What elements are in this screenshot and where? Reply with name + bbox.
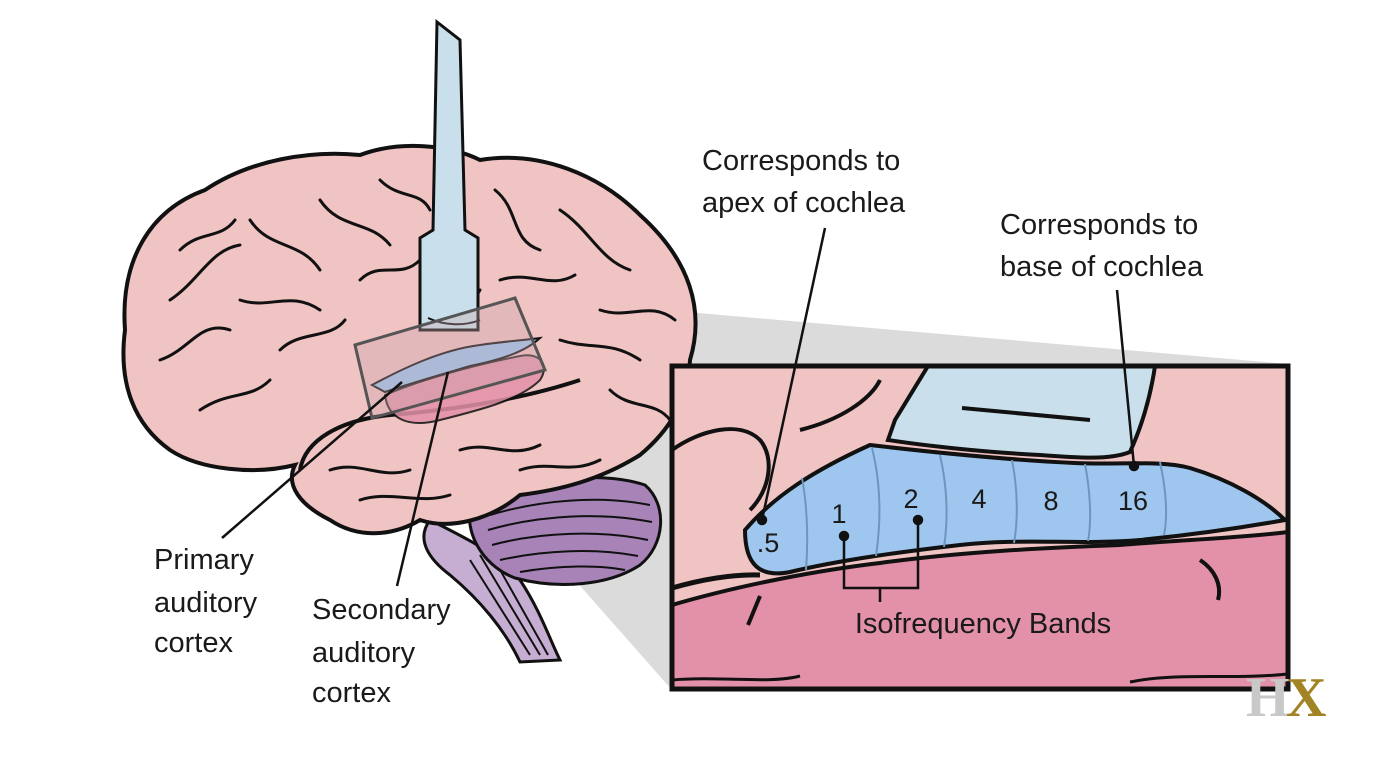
band-label-16: 16 xyxy=(1118,486,1148,516)
inset-panel xyxy=(669,363,1291,692)
base-leader xyxy=(1115,289,1140,472)
apex-label-line2: apex of cochlea xyxy=(702,187,906,219)
cerebellum-folia xyxy=(487,498,653,573)
primary-label-line3: cortex xyxy=(154,627,233,659)
band-labels: .5 1 2 4 8 16 xyxy=(757,484,1148,558)
base-label-line1: Corresponds to xyxy=(1000,209,1198,241)
apex-label-line1: Corresponds to xyxy=(702,145,900,177)
band-label-2: 2 xyxy=(903,484,918,514)
secondary-label-line1: Secondary xyxy=(312,594,451,626)
secondary-leader xyxy=(395,371,450,587)
secondary-label-line3: cortex xyxy=(312,677,391,709)
apex-leader xyxy=(756,227,827,526)
band-label-8: 8 xyxy=(1043,486,1058,516)
inset-auditory-band xyxy=(742,442,1290,576)
base-label-line2: base of cochlea xyxy=(1000,251,1204,283)
primary-label-line2: auditory xyxy=(154,587,258,619)
isofrequency-label: Isofrequency Bands xyxy=(855,608,1111,640)
hx-logo: H X xyxy=(1246,667,1326,729)
isofrequency-bracket xyxy=(838,514,924,602)
logo-x: X xyxy=(1286,667,1326,729)
brain-secondary-cortex xyxy=(383,354,545,424)
band-separators xyxy=(801,447,1168,571)
primary-leader xyxy=(221,381,403,539)
zoom-region-box xyxy=(353,296,548,420)
band-label-4: 4 xyxy=(971,484,986,514)
band-label-1: 1 xyxy=(831,499,846,529)
inset-cortex-lower xyxy=(670,529,1290,691)
secondary-label-line2: auditory xyxy=(312,637,416,669)
electrode xyxy=(418,18,481,332)
logo-h: H xyxy=(1246,667,1290,729)
band-label-05: .5 xyxy=(757,528,780,558)
primary-label-line1: Primary xyxy=(154,544,254,576)
